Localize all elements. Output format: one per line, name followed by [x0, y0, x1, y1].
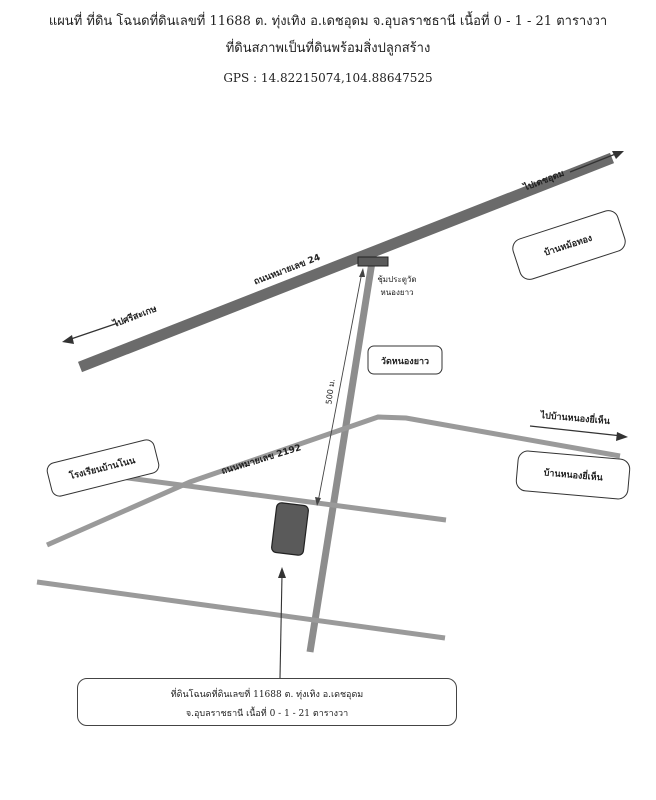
distance-line — [317, 271, 363, 503]
wat-nong-yao-box — [367, 345, 443, 375]
land-plot — [271, 502, 309, 556]
wat-nong-yao-label: วัดหนองยาว — [381, 356, 429, 367]
arrow-head-ban-nong-yee-hen — [616, 432, 628, 441]
school-road — [104, 472, 447, 523]
arrow-head-det-udom — [612, 151, 624, 159]
to-sisaket-label: ไปศรีสะเกษ — [111, 302, 159, 330]
title-line: แผนที่ ที่ดิน โฉนดที่ดินเลขที่ 11688 ต. … — [48, 14, 608, 29]
gps-coordinates: GPS : 14.82215074,104.88647525 — [223, 71, 433, 85]
road-2192 — [45, 414, 621, 548]
temple-gate-marker — [357, 256, 389, 267]
arrow-to-det-udom — [569, 152, 619, 173]
junction-label: ชุ้มประตูวัด — [377, 275, 416, 285]
plot-pointer-line — [279, 574, 283, 679]
arrow-head-sisaket — [62, 335, 74, 344]
highway-24-road — [77, 152, 615, 373]
lower-road — [36, 579, 446, 641]
road-2192-label: ถนนหมายเลข 2192 — [220, 443, 302, 477]
to-ban-nong-yee-hen-label: ไปบ้านหนองยี่เห็น — [539, 408, 611, 427]
school-box — [46, 439, 160, 497]
plot-caption-box: ที่ดินโฉนดที่ดินเลขที่ 11688 ต. ทุ่งเทิง… — [77, 678, 457, 726]
village-road — [306, 261, 376, 653]
land-condition-line: ที่ดินสภาพเป็นที่ดินพร้อมสิ่งปลูกสร้าง — [225, 41, 431, 56]
distance-label: 500 ม. — [324, 378, 336, 405]
caption-line-2: จ.อุบลราชธานี เนื้อที่ 0 - 1 - 21 ตารางว… — [185, 709, 349, 719]
junction-sub-label: หนองยาว — [380, 288, 413, 297]
ban-mor-thong-box — [512, 210, 626, 280]
arrow-to-sisaket — [67, 322, 119, 341]
plot-pointer-arrow-head — [278, 567, 286, 578]
distance-arrow-bottom — [315, 497, 321, 506]
arrow-to-ban-nong-yee-hen — [529, 425, 623, 437]
ban-nong-yee-hen-box — [515, 450, 631, 500]
caption-line-1: ที่ดินโฉนดที่ดินเลขที่ 11688 ต. ทุ่งเทิง… — [170, 690, 364, 700]
distance-arrow-top — [359, 268, 365, 277]
